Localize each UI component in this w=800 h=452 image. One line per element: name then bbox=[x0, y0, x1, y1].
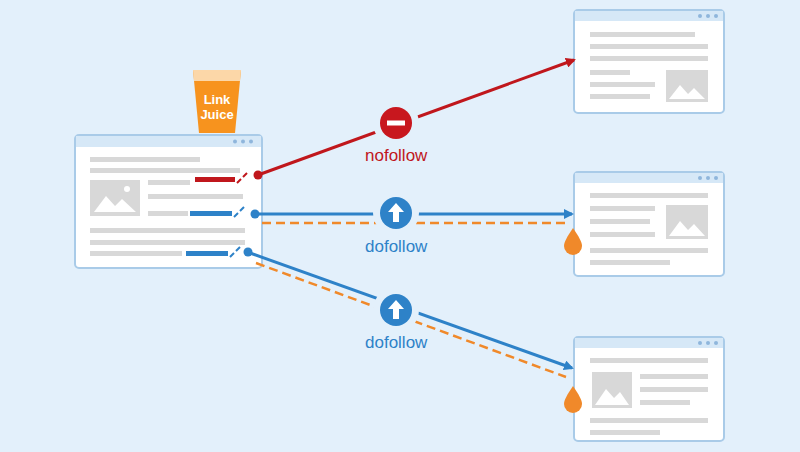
dofollow-icon bbox=[373, 287, 419, 333]
juice-glass-label: Link Juice bbox=[195, 92, 239, 122]
juice-drop bbox=[564, 228, 582, 413]
dofollow-icon bbox=[373, 190, 419, 236]
link-arrows bbox=[244, 60, 575, 377]
dofollow-label: dofollow bbox=[362, 333, 430, 353]
text-node: Link Juice bbox=[195, 84, 239, 130]
nofollow-icon bbox=[373, 100, 419, 146]
juice-glass bbox=[193, 70, 241, 133]
dofollow-label: dofollow bbox=[362, 237, 430, 257]
target-page bbox=[574, 172, 724, 276]
target-page bbox=[574, 337, 724, 441]
nofollow-label: nofollow bbox=[362, 146, 430, 166]
source-page bbox=[75, 135, 262, 268]
target-page bbox=[574, 10, 724, 113]
